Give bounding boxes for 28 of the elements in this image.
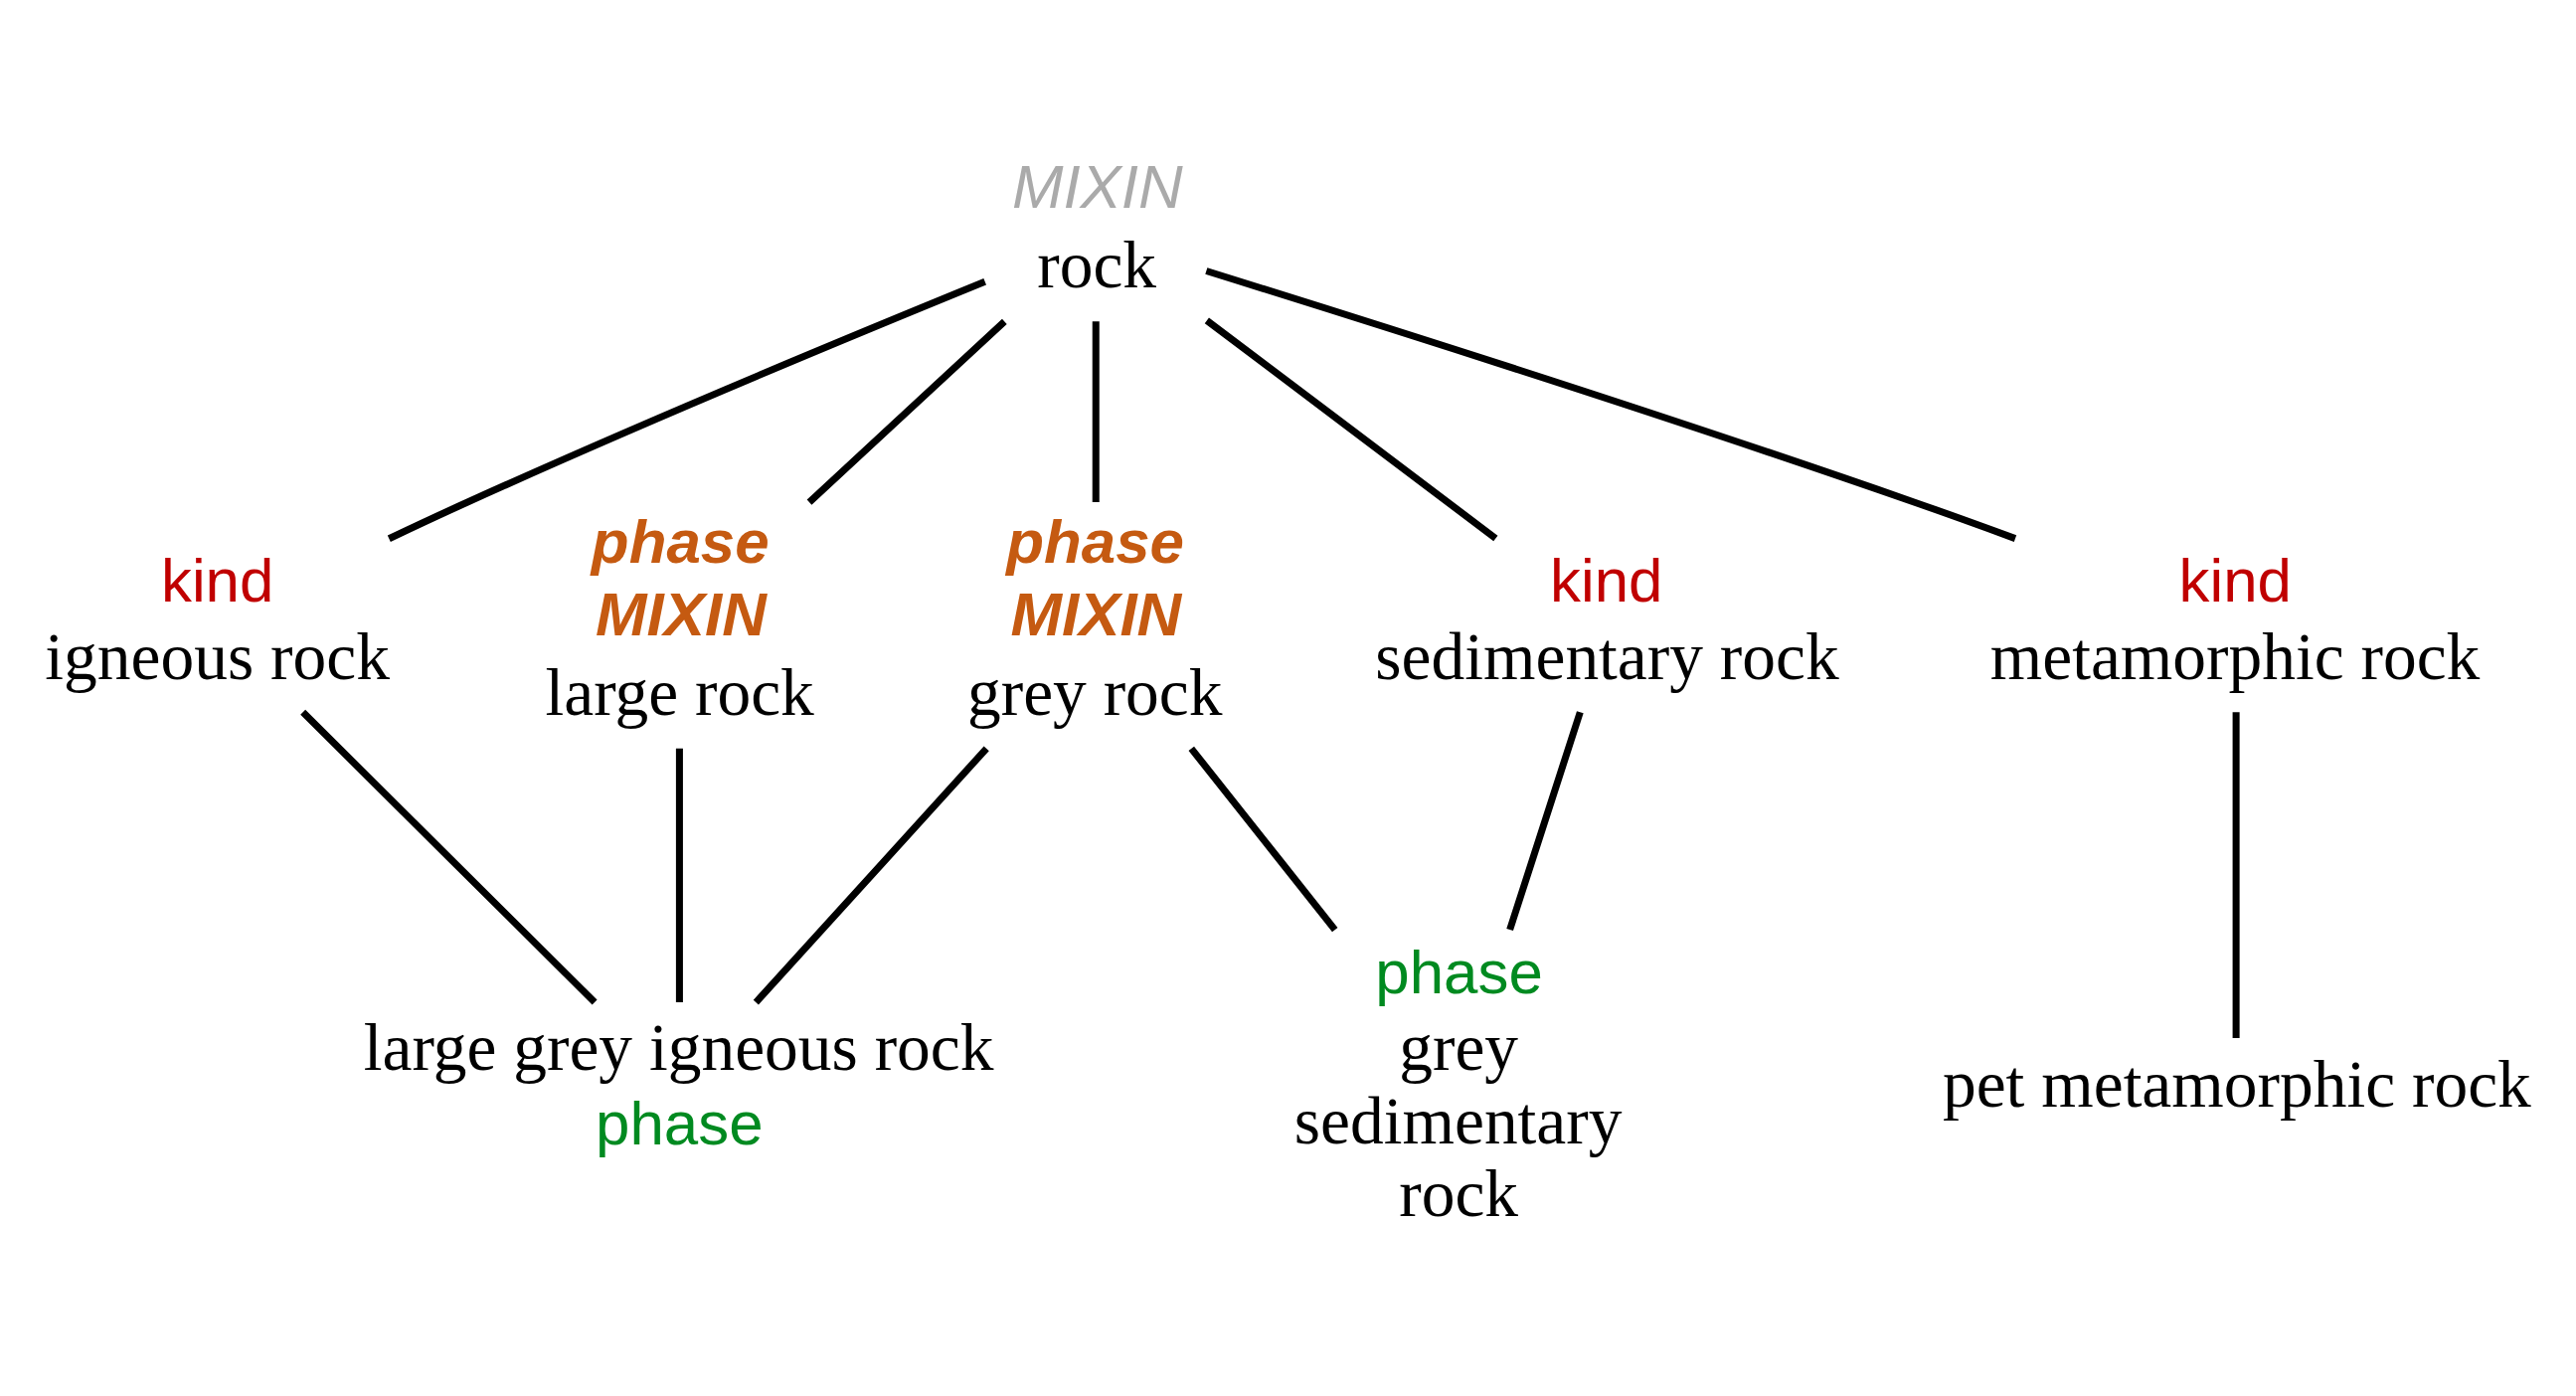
node-text: rock xyxy=(1037,228,1157,303)
node-text: metamorphic rock xyxy=(1989,618,2481,694)
connector xyxy=(1188,746,1338,933)
connector xyxy=(1204,317,1498,542)
node-label: phase xyxy=(591,506,770,576)
node-text: large grey igneous rock xyxy=(363,1010,994,1086)
node-text: igneous rock xyxy=(45,618,390,694)
node-label: phase xyxy=(1006,506,1184,576)
connector xyxy=(1205,267,2017,542)
node-text: grey sedimentary rock xyxy=(1293,1010,1623,1231)
node-label: phase xyxy=(1375,937,1543,1006)
node-label: kind xyxy=(1550,546,1663,615)
node-label: MIXIN xyxy=(596,580,767,649)
node-label: phase xyxy=(596,1088,764,1157)
connector xyxy=(387,278,986,542)
connector xyxy=(675,748,683,1003)
node-label: MIXIN xyxy=(1010,580,1182,649)
connector xyxy=(1506,711,1584,932)
node-label: MIXIN xyxy=(1011,151,1183,221)
connector xyxy=(806,318,1007,505)
node-text: grey rock xyxy=(966,655,1223,731)
node-text: pet metamorphic rock xyxy=(1942,1046,2531,1122)
node-text: sedimentary rock xyxy=(1375,618,1839,694)
node-label: kind xyxy=(2178,546,2292,615)
node-label: kind xyxy=(160,546,274,615)
connector xyxy=(300,709,598,1005)
connector xyxy=(753,746,989,1005)
node-text: large rock xyxy=(545,655,814,731)
